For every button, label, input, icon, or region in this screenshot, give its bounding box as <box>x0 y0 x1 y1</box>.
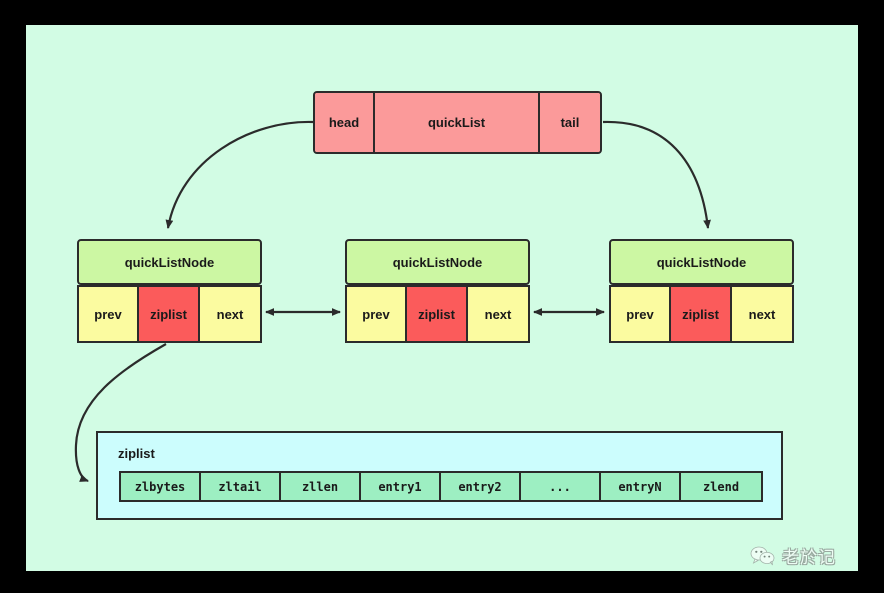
wechat-icon <box>750 546 776 566</box>
quicklistnode-1: quickListNode prev ziplist next <box>77 239 262 343</box>
quicklistnode-1-title: quickListNode <box>77 239 262 285</box>
ziplist-cell: zlbytes <box>121 473 201 500</box>
diagram-canvas: head quickList tail quickListNode prev z… <box>26 25 858 571</box>
quicklistnode-2-fields: prev ziplist next <box>345 285 530 343</box>
quicklistnode-1-fields: prev ziplist next <box>77 285 262 343</box>
quicklistnode-1-ziplist: ziplist <box>139 287 200 341</box>
ziplist-cell: zlend <box>681 473 761 500</box>
quicklistnode-2-ziplist: ziplist <box>407 287 468 341</box>
quicklistnode-3-next: next <box>732 287 792 341</box>
watermark: 老於记 <box>750 543 836 568</box>
ziplist-cell: ... <box>521 473 601 500</box>
ziplist-detail-block: ziplist zlbytes zltail zllen entry1 entr… <box>96 431 783 520</box>
quicklist-block: head quickList tail <box>313 91 602 154</box>
quicklistnode-2-next: next <box>468 287 528 341</box>
ziplist-cell: zltail <box>201 473 281 500</box>
ziplist-cell-row: zlbytes zltail zllen entry1 entry2 ... e… <box>119 471 763 502</box>
ziplist-cell: entry2 <box>441 473 521 500</box>
quicklistnode-1-prev: prev <box>79 287 139 341</box>
ziplist-detail-label: ziplist <box>118 446 155 461</box>
quicklist-tail-cell: tail <box>540 93 600 152</box>
quicklistnode-1-next: next <box>200 287 260 341</box>
watermark-text: 老於记 <box>782 548 836 568</box>
quicklistnode-2-prev: prev <box>347 287 407 341</box>
quicklistnode-2-title: quickListNode <box>345 239 530 285</box>
ziplist-cell: zllen <box>281 473 361 500</box>
quicklistnode-3-ziplist: ziplist <box>671 287 732 341</box>
quicklistnode-3: quickListNode prev ziplist next <box>609 239 794 343</box>
quicklistnode-3-fields: prev ziplist next <box>609 285 794 343</box>
quicklistnode-3-title: quickListNode <box>609 239 794 285</box>
quicklistnode-3-prev: prev <box>611 287 671 341</box>
ziplist-cell: entryN <box>601 473 681 500</box>
quicklist-head-cell: head <box>315 93 375 152</box>
ziplist-cell: entry1 <box>361 473 441 500</box>
quicklistnode-2: quickListNode prev ziplist next <box>345 239 530 343</box>
quicklist-name-cell: quickList <box>375 93 540 152</box>
